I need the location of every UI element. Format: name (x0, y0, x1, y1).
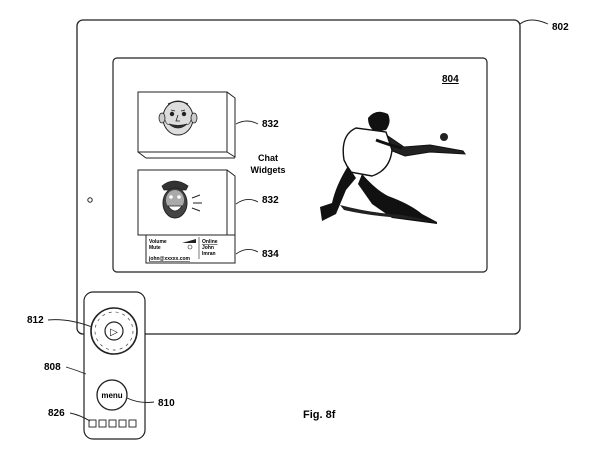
ref-810: 810 (158, 398, 175, 409)
menu-button[interactable] (96, 379, 128, 411)
leader-810 (126, 397, 155, 403)
figure-label: Fig. 8f (303, 409, 336, 421)
leader-812 (47, 319, 93, 328)
volume-slider[interactable] (182, 239, 196, 243)
chat-title-line1: Chat (258, 153, 278, 163)
ref-832-b: 832 (262, 195, 279, 206)
tv-frame (76, 19, 521, 335)
leader-832-b (235, 199, 259, 205)
leader-808 (65, 366, 87, 375)
chat-widget-1 (137, 91, 236, 159)
leader-826 (69, 412, 91, 422)
chat-title-line2: Widgets (251, 165, 286, 175)
baseball-batter-image (320, 111, 466, 224)
leader-832-a (235, 120, 259, 125)
mute-toggle[interactable] (187, 244, 193, 250)
ref-834: 834 (262, 249, 279, 260)
mute-label: Mute (149, 245, 161, 251)
remote-control: ▷ menu (83, 291, 146, 440)
center-play-button[interactable] (104, 321, 124, 341)
smiling-face-icon (158, 100, 198, 136)
tv-indicator-light (87, 197, 93, 203)
online-user-2[interactable]: Imran (202, 251, 216, 257)
ref-802: 802 (552, 22, 569, 33)
laughing-face-icon (161, 180, 202, 219)
online-header: Online (202, 239, 218, 245)
chat-widget-2: Volume Mute john@xxxxx.com Online John I… (137, 169, 236, 264)
contact-email[interactable]: john@xxxxx.com (148, 256, 191, 262)
menu-button-label: menu (101, 391, 122, 400)
online-user-1[interactable]: John (202, 245, 214, 251)
ref-812: 812 (27, 315, 44, 326)
tv-screen (112, 57, 488, 273)
baseball-icon (440, 133, 448, 141)
leader-834 (235, 249, 259, 255)
ref-808: 808 (44, 362, 61, 373)
ref-804: 804 (442, 74, 459, 85)
play-icon: ▷ (110, 327, 118, 338)
ref-832-a: 832 (262, 119, 279, 130)
leader-802 (519, 19, 549, 25)
ref-826: 826 (48, 408, 65, 419)
remote-small-buttons[interactable] (88, 419, 137, 428)
volume-label: Volume (149, 239, 167, 245)
